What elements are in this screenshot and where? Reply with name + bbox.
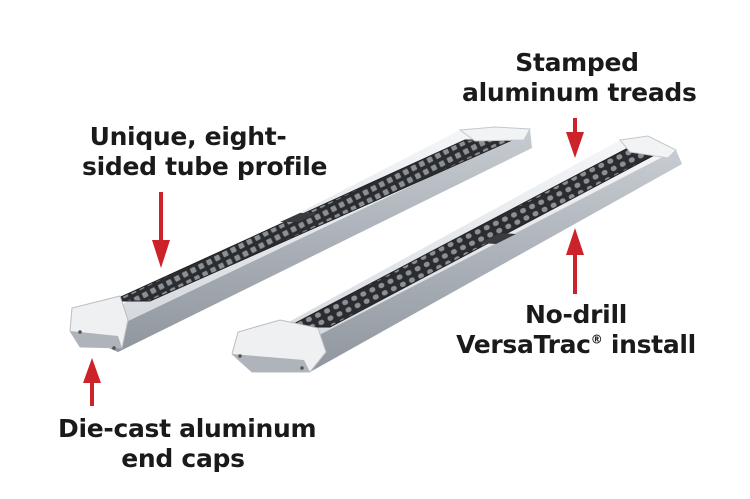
install-word: install — [602, 330, 696, 359]
left-board-logo-plate — [280, 213, 318, 222]
right-running-board — [231, 135, 682, 373]
left-running-board — [69, 126, 532, 352]
right-far-end-cap — [619, 135, 677, 159]
right-end-cap-screw — [300, 366, 304, 370]
left-far-end-cap — [458, 126, 531, 142]
arrow-treads — [566, 118, 584, 158]
callout-tube-profile-line2: sided tube profile — [82, 152, 328, 181]
arrow-tube-profile — [152, 192, 170, 268]
right-end-cap-screw — [238, 354, 242, 358]
callout-treads-line2: aluminum treads — [462, 78, 697, 107]
registered-mark: ® — [590, 332, 603, 347]
callout-tube-profile: Unique, eight- sided tube profile — [82, 122, 328, 182]
right-end-cap-face — [232, 354, 310, 372]
callout-install-line1: No-drill — [524, 300, 627, 329]
right-board-logo-plate — [480, 233, 516, 244]
left-end-cap-screw — [112, 346, 116, 350]
callout-treads-line1: Stamped — [515, 48, 639, 77]
callout-end-caps: Die-cast aluminum end caps — [58, 414, 317, 474]
callout-tube-profile-line1: Unique, eight- — [89, 122, 287, 151]
arrow-install — [566, 228, 584, 294]
left-end-cap-screw — [78, 330, 82, 334]
left-end-cap-face — [70, 331, 122, 348]
arrow-end-caps — [83, 358, 101, 406]
callout-end-caps-line2: end caps — [121, 444, 245, 473]
brand-name: VersaTrac — [456, 330, 591, 359]
callout-end-caps-line1: Die-cast aluminum — [58, 414, 317, 443]
callout-install: No-drill VersaTrac® install — [456, 300, 696, 360]
callout-treads: Stamped aluminum treads — [462, 48, 697, 108]
callout-install-line2: VersaTrac® install — [456, 330, 696, 360]
left-board-side-face — [70, 129, 532, 352]
